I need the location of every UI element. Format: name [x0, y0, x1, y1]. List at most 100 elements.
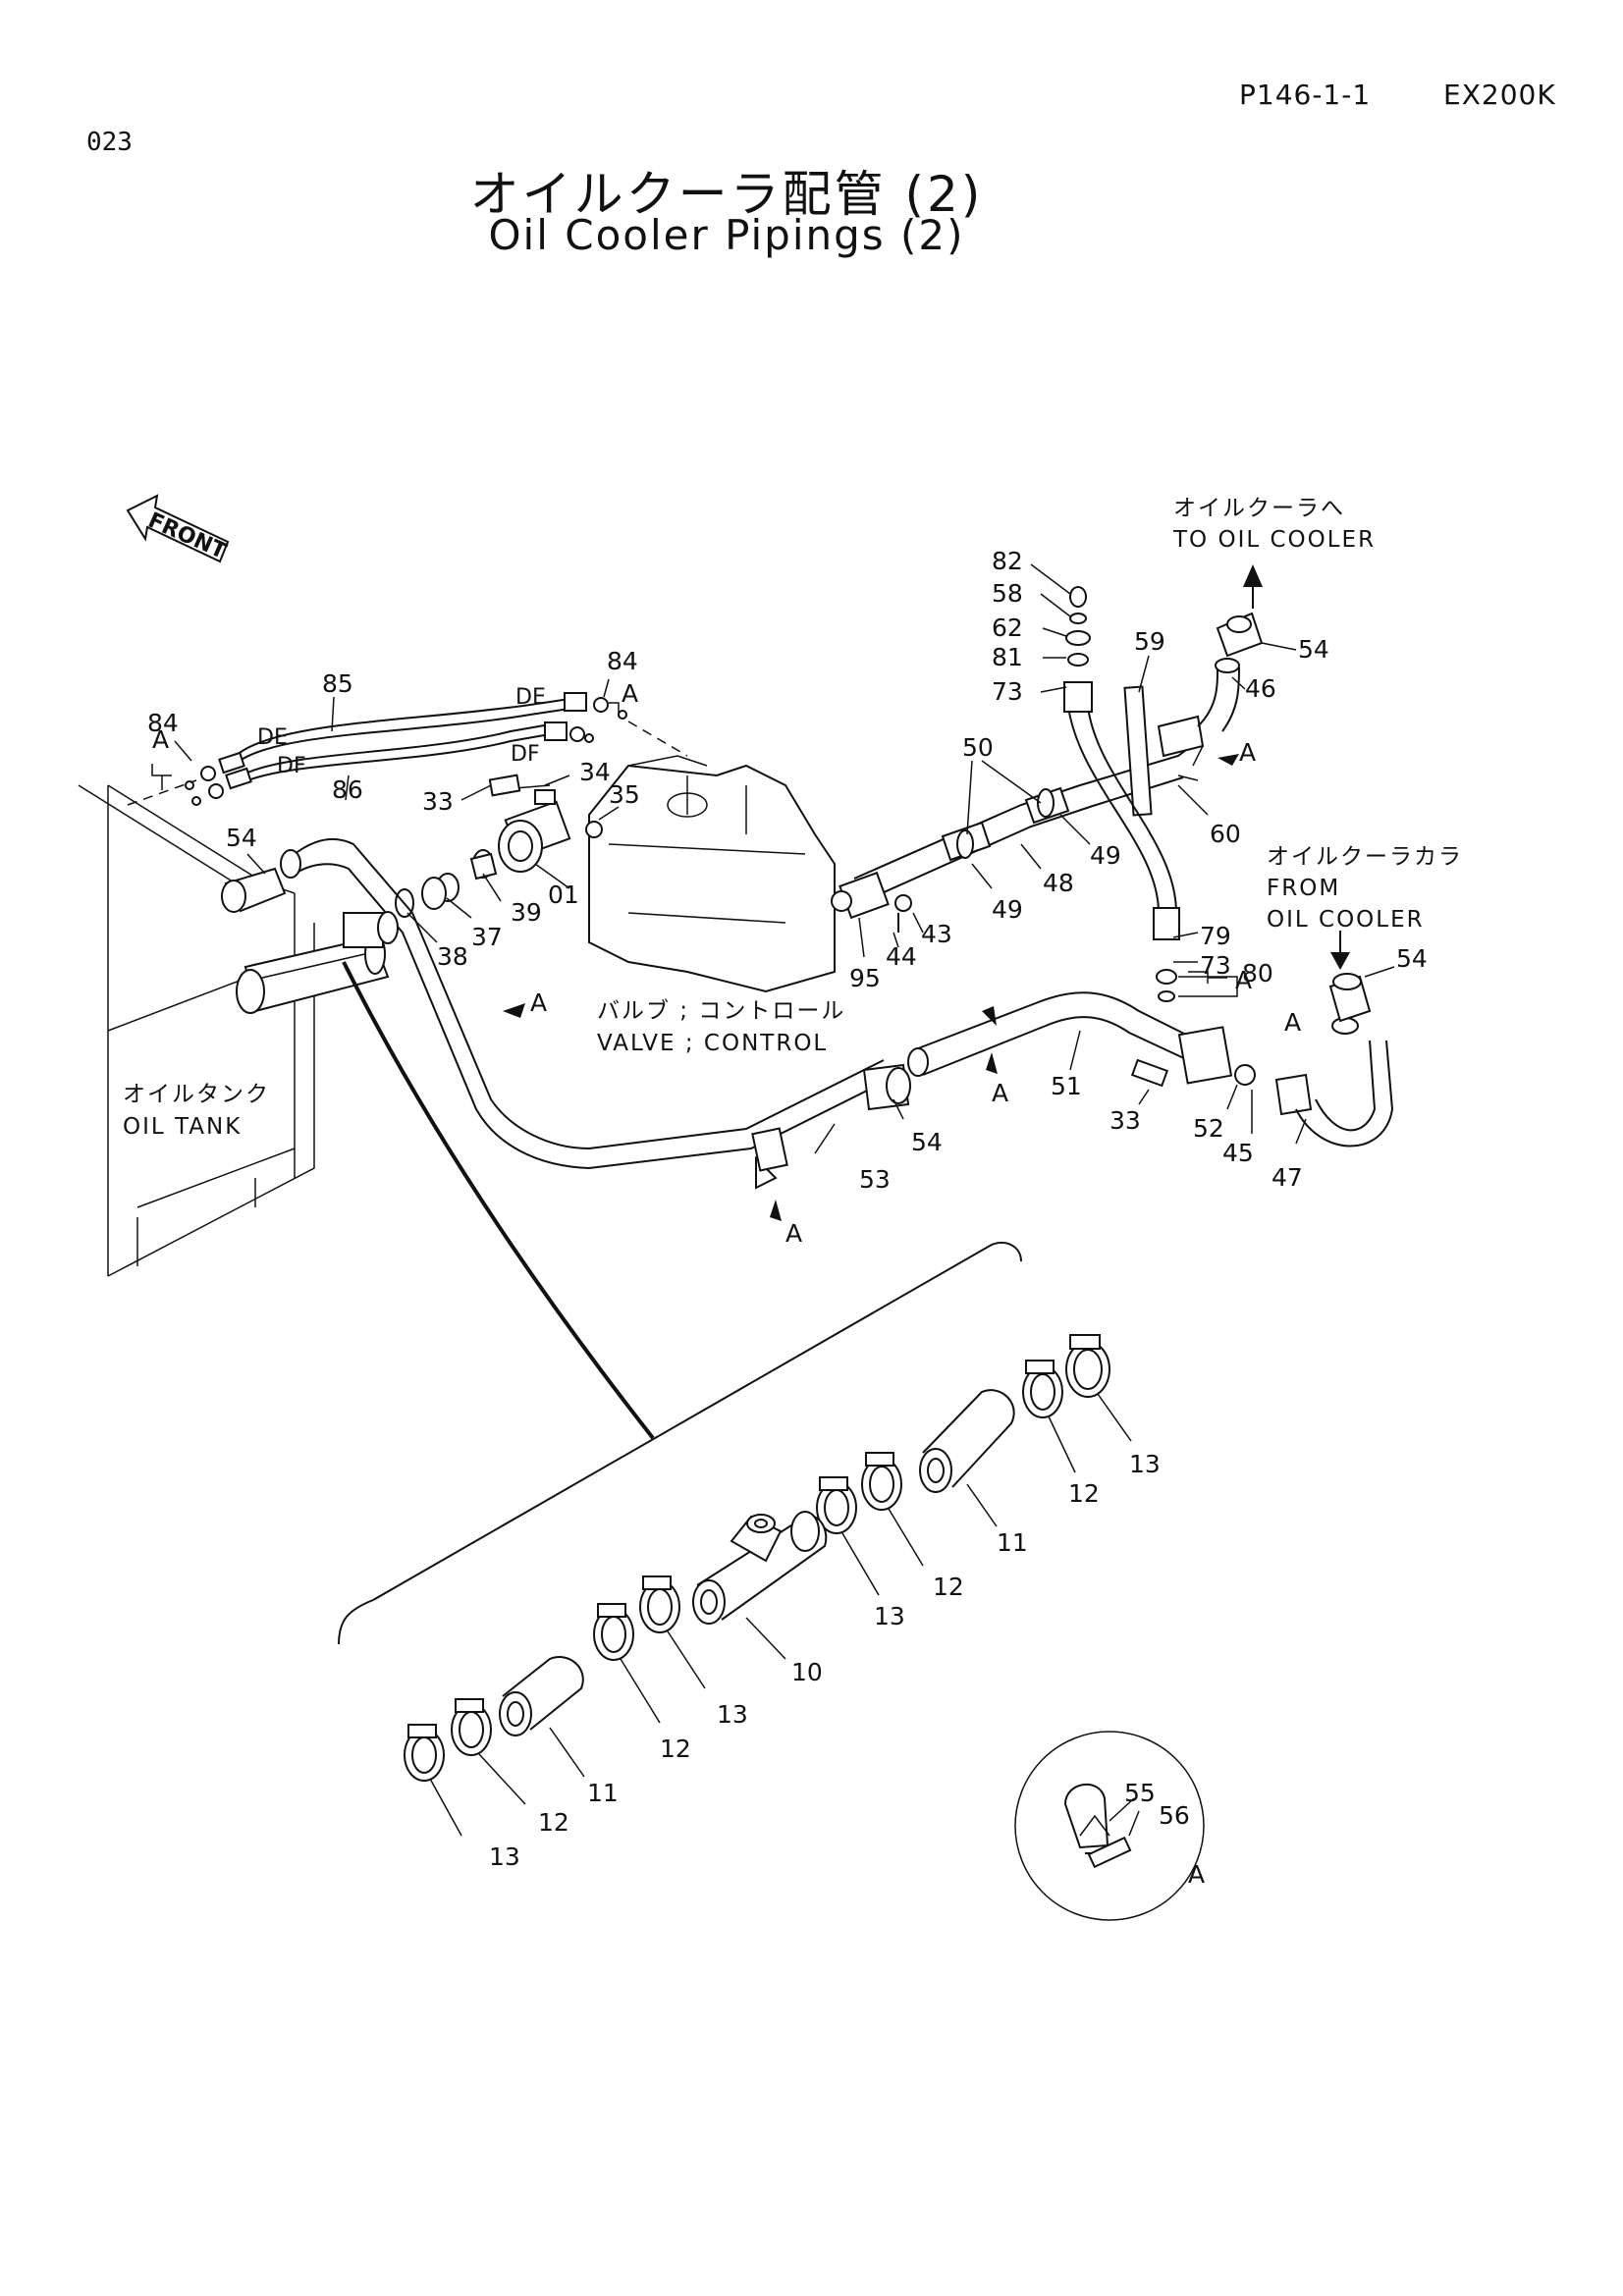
- callout-51: 51: [1051, 1072, 1082, 1100]
- to-oil-cooler-jp-label: オイルクーラへ: [1173, 496, 1345, 521]
- callout-44: 44: [886, 942, 917, 971]
- to-oil-cooler-en-label: TO OIL COOLER: [1172, 527, 1376, 553]
- callout-46: 46: [1245, 674, 1276, 703]
- oil-tank-outline: [78, 784, 315, 1277]
- callout-10: 10: [791, 1658, 823, 1686]
- ref-a-84-right: A: [622, 679, 638, 708]
- page-title-english: Oil Cooler Pipings (2): [488, 211, 965, 259]
- callout-79: 79: [1200, 922, 1231, 950]
- callout-33-left: 33: [422, 787, 454, 816]
- from-oil-cooler-en-label-1: FROM: [1267, 876, 1340, 901]
- detail-hose-11-lower: [499, 1656, 584, 1736]
- detail-clamp-12-top: [1022, 1360, 1063, 1418]
- callout-52: 52: [1193, 1114, 1224, 1143]
- callout-48: 48: [1043, 869, 1074, 897]
- port-de-right: DE: [515, 685, 546, 710]
- callout-73-lower: 73: [1200, 951, 1231, 980]
- from-oil-cooler-arrow-icon: [1330, 931, 1350, 970]
- ref-a-80: A: [1235, 966, 1252, 994]
- callout-01: 01: [548, 881, 579, 909]
- page-title-japanese: オイルクーラ配管 (2): [469, 166, 984, 223]
- left-return-pipe: [221, 837, 911, 1190]
- tank-pipe-connection: [236, 911, 399, 1014]
- hose-79: [1063, 586, 1180, 1002]
- callout-13-lower: 13: [717, 1700, 748, 1729]
- callout-45: 45: [1222, 1139, 1254, 1167]
- part-code: P146-1-1: [1239, 79, 1372, 111]
- model-name: EX200K: [1443, 79, 1556, 111]
- oil-tank-jp-label: オイルタンク: [123, 1082, 270, 1107]
- callout-62: 62: [992, 614, 1023, 642]
- callout-12-bottom: 12: [538, 1808, 569, 1837]
- callout-55: 55: [1124, 1779, 1156, 1807]
- detail-clamp-12-mid: [861, 1452, 902, 1511]
- callout-54-center: 54: [911, 1128, 943, 1156]
- detail-clamp-13-mid: [816, 1476, 857, 1534]
- callout-39: 39: [511, 898, 542, 927]
- detail-bracket: [338, 1242, 1022, 1645]
- ref-a-markers: [151, 702, 1239, 1221]
- port-df-left: DF: [277, 754, 306, 778]
- callout-12-lower: 12: [660, 1735, 691, 1763]
- callout-13-bottom: 13: [489, 1842, 520, 1871]
- from-oil-cooler-jp-label: オイルクーラカラ: [1267, 844, 1463, 870]
- callout-13-mid: 13: [874, 1602, 905, 1630]
- control-valve-block: [588, 755, 836, 993]
- detail-leader-line: [342, 961, 655, 1440]
- callout-49-left: 49: [992, 895, 1023, 924]
- page-number: 023: [86, 128, 133, 157]
- detail-clamp-12-bottom: [451, 1698, 492, 1756]
- detail-clamp-13-top: [1065, 1334, 1110, 1398]
- ref-a-47: A: [1284, 1008, 1301, 1037]
- central-pipe-43: [831, 784, 1091, 933]
- callout-50: 50: [962, 733, 994, 762]
- upper-callout-leaders: [174, 563, 1395, 1154]
- detail-callout-leaders: [429, 1393, 1132, 1837]
- callout-81: 81: [992, 643, 1023, 671]
- callout-95: 95: [849, 964, 881, 992]
- detail-clamp-12-lower: [593, 1603, 634, 1661]
- port-de-left: DE: [257, 725, 288, 750]
- detail-a-circle: [1014, 1731, 1205, 1921]
- callout-54-left: 54: [226, 824, 257, 852]
- callout-11-top: 11: [997, 1528, 1028, 1557]
- upper-right-pipe-46: [1079, 612, 1264, 817]
- callout-38: 38: [437, 942, 468, 971]
- detail-hose-11-top: [919, 1389, 1015, 1493]
- callout-49-right: 49: [1090, 841, 1121, 870]
- right-lower-pipe-51: [907, 973, 1394, 1148]
- callout-84-left: 84: [147, 709, 179, 737]
- callout-54-right: 54: [1396, 944, 1428, 973]
- callout-53: 53: [859, 1165, 891, 1194]
- callout-56: 56: [1159, 1801, 1190, 1830]
- to-oil-cooler-arrow-icon: [1243, 564, 1263, 609]
- callout-85: 85: [322, 669, 353, 698]
- flange-fittings: [395, 774, 603, 918]
- ref-a-51: A: [992, 1079, 1008, 1107]
- callout-86: 86: [332, 775, 363, 804]
- callout-33-right: 33: [1109, 1106, 1141, 1135]
- valve-jp-label: バルブ ; コントロール: [597, 998, 845, 1024]
- ref-a-46: A: [1239, 738, 1256, 767]
- callout-11-lower: 11: [587, 1779, 619, 1807]
- callout-60: 60: [1210, 820, 1241, 848]
- callout-12-top: 12: [1068, 1479, 1100, 1508]
- valve-en-label: VALVE ; CONTROL: [597, 1031, 828, 1056]
- callout-54-upper-right: 54: [1298, 635, 1329, 664]
- callout-43: 43: [921, 920, 952, 948]
- detail-tee-10: [692, 1511, 828, 1625]
- callout-80: 80: [1242, 959, 1273, 988]
- callout-59: 59: [1134, 627, 1165, 656]
- callout-82: 82: [992, 547, 1023, 575]
- front-arrow-icon: FRONT: [126, 494, 230, 564]
- port-df-right: DF: [511, 742, 540, 767]
- detail-a-label: A: [1188, 1860, 1205, 1889]
- oil-tank-en-label: OIL TANK: [123, 1114, 242, 1140]
- detail-clamp-13-lower: [639, 1575, 680, 1633]
- callout-73-upper: 73: [992, 677, 1023, 706]
- hose-85-86: [127, 692, 688, 806]
- ref-a-53-left: A: [530, 988, 547, 1017]
- ref-a-53: A: [785, 1219, 802, 1248]
- callout-58: 58: [992, 579, 1023, 608]
